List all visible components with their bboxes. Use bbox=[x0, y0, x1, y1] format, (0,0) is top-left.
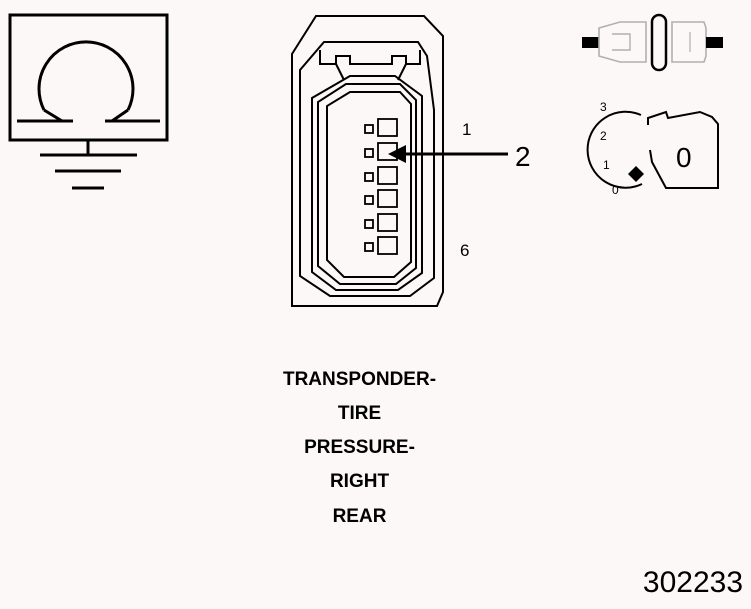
ohm-symbol-icon bbox=[8, 13, 169, 142]
arrow-to-pin-2 bbox=[388, 145, 508, 163]
arrow-callout-label: 2 bbox=[515, 141, 531, 172]
caption-line-1: TRANSPONDER- bbox=[282, 369, 437, 390]
ignition-key-label: 0 bbox=[676, 142, 692, 173]
pin-6 bbox=[364, 236, 398, 255]
ignition-position-2: 2 bbox=[600, 129, 607, 143]
pin-first-label: 1 bbox=[462, 120, 471, 139]
caption-line-5: REAR bbox=[332, 506, 387, 527]
figure-number: 302233 bbox=[642, 566, 743, 599]
connector-inner-housing bbox=[299, 41, 435, 297]
ignition-position-1: 1 bbox=[603, 158, 610, 172]
pin-4 bbox=[364, 189, 398, 208]
connector-shroud-inner bbox=[326, 91, 412, 278]
pin-cavities bbox=[364, 118, 398, 255]
pin-3 bbox=[364, 166, 398, 185]
connector-outer-housing bbox=[291, 15, 444, 307]
ignition-position-0: 0 bbox=[612, 183, 619, 197]
pin-last-label: 6 bbox=[460, 241, 469, 260]
connector-latch bbox=[319, 50, 421, 65]
caption-line-2: TIRE bbox=[337, 403, 382, 424]
connector-shroud-outer bbox=[311, 75, 423, 291]
caption-line-3: PRESSURE- bbox=[304, 437, 415, 458]
pin-5 bbox=[364, 213, 398, 232]
ignition-key-icon: 3 2 1 0 0 bbox=[586, 100, 719, 197]
connector-disconnected-icon bbox=[582, 13, 723, 72]
ground-icon bbox=[40, 140, 137, 190]
caption-line-4: RIGHT bbox=[329, 471, 390, 492]
pin-1 bbox=[364, 118, 398, 137]
ignition-position-3: 3 bbox=[600, 100, 607, 114]
pin-2 bbox=[364, 142, 398, 161]
connector-drawing bbox=[291, 15, 444, 307]
connector-shroud-mid bbox=[317, 83, 417, 285]
